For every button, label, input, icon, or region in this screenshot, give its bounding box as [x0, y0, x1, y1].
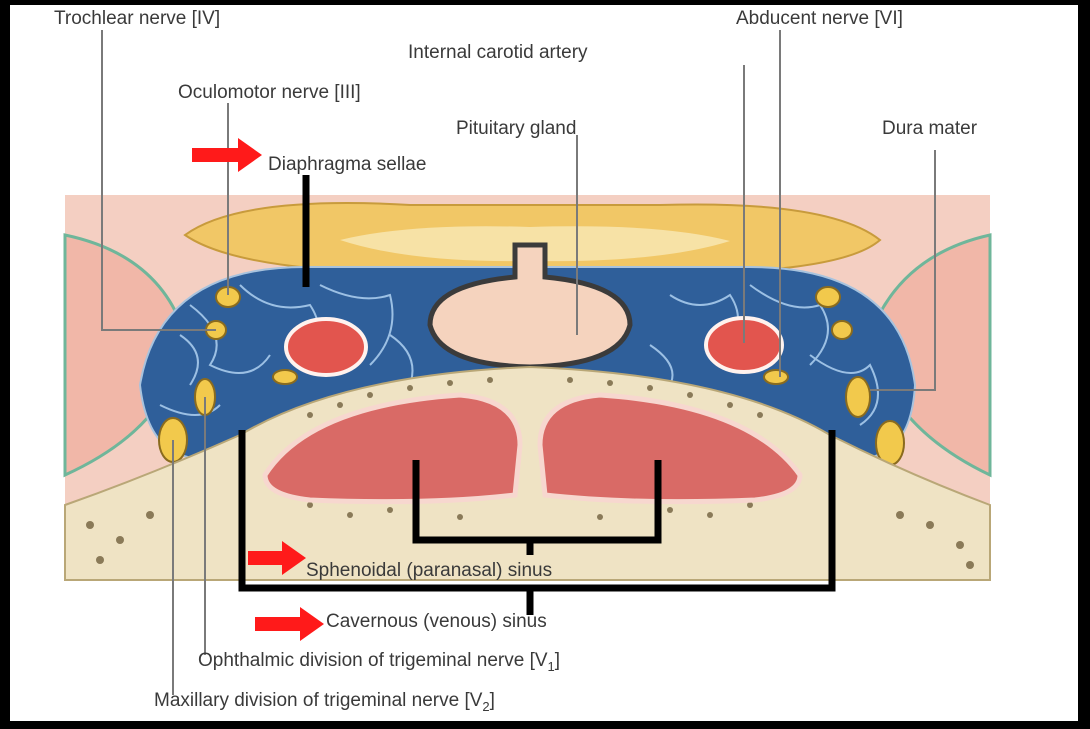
maxillary-label-main: Maxillary division of trigeminal nerve […	[154, 690, 482, 711]
pituitary-gland-label: Pituitary gland	[456, 119, 576, 138]
dura-mater-label: Dura mater	[882, 119, 977, 138]
diaphragma-sellae-label: Diaphragma sellae	[268, 155, 426, 174]
right-trochlear-nerve	[832, 321, 852, 339]
trochlear-nerve-label: Trochlear nerve [IV]	[54, 9, 220, 28]
right-oculomotor-nerve	[816, 287, 840, 307]
cavernous-sinus-label: Cavernous (venous) sinus	[326, 612, 547, 631]
right-abducent-nerve	[764, 370, 788, 384]
left-abducent-nerve	[273, 370, 297, 384]
maxillary-label-subscript: 2	[482, 699, 489, 714]
left-carotid-artery	[286, 319, 366, 375]
cavernous-arrow	[255, 607, 324, 641]
ophthalmic-label-main: Ophthalmic division of trigeminal nerve …	[198, 650, 548, 671]
ophthalmic-division-label: Ophthalmic division of trigeminal nerve …	[198, 651, 560, 673]
diagram-frame: Trochlear nerve [IV] Abducent nerve [VI]…	[10, 5, 1078, 721]
oculomotor-nerve-label: Oculomotor nerve [III]	[178, 83, 361, 102]
abducent-nerve-label: Abducent nerve [VI]	[736, 9, 903, 28]
ophthalmic-label-subscript: 1	[548, 659, 555, 674]
ophthalmic-label-end: ]	[555, 650, 560, 671]
right-ophthalmic-nerve	[846, 377, 870, 417]
maxillary-division-label: Maxillary division of trigeminal nerve […	[154, 691, 495, 713]
maxillary-label-end: ]	[490, 690, 495, 711]
sphenoidal-sinus-label: Sphenoidal (paranasal) sinus	[306, 561, 552, 580]
internal-carotid-artery-label: Internal carotid artery	[408, 43, 588, 62]
